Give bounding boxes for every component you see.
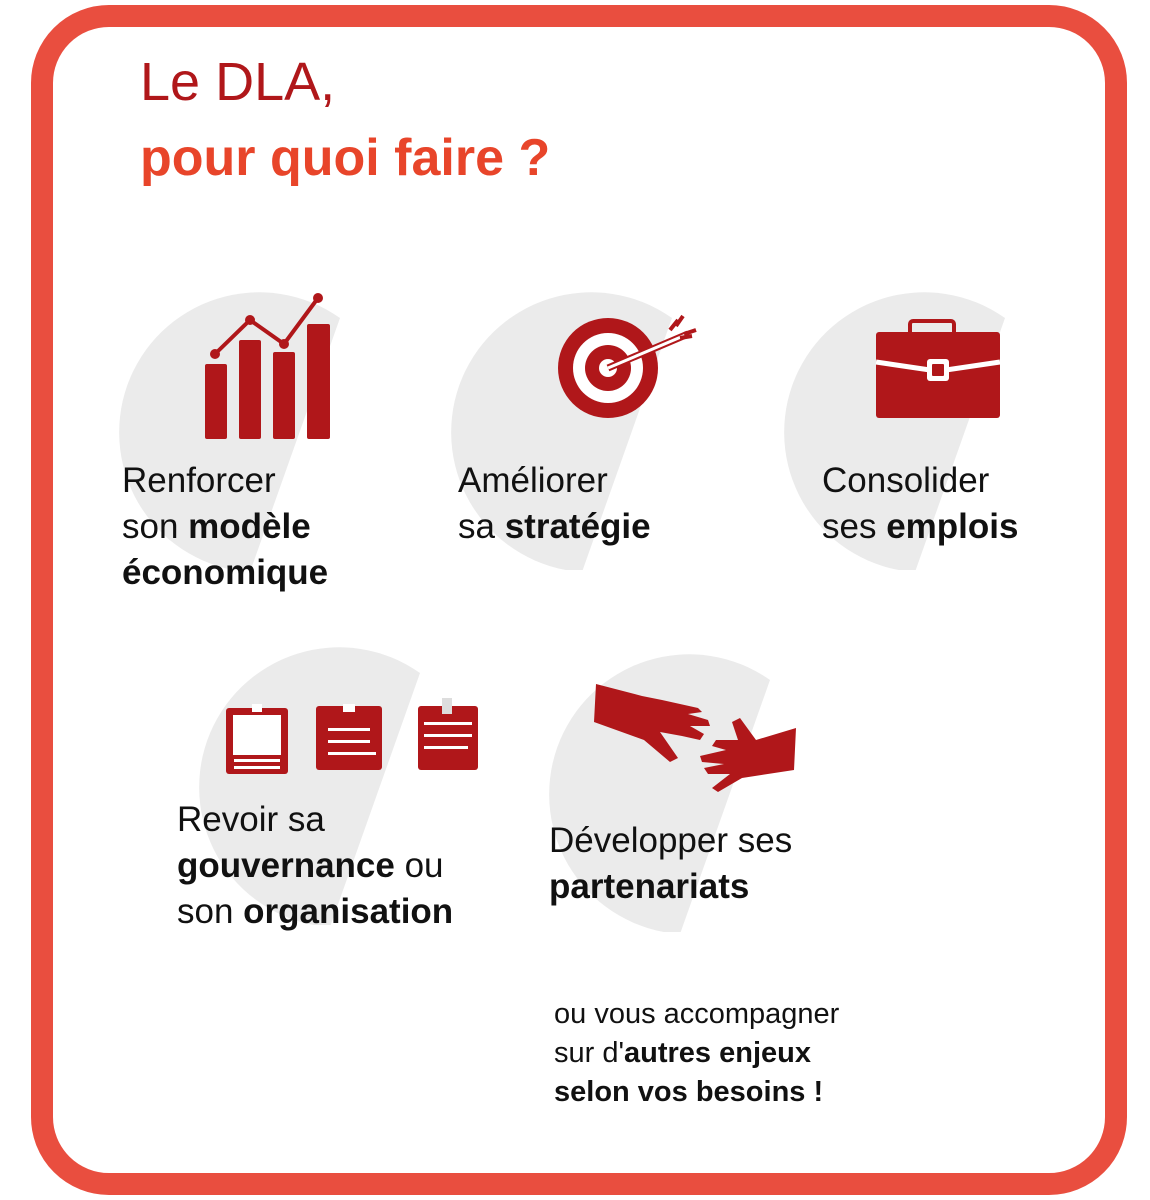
item-label: Développer ses partenariats: [549, 821, 793, 906]
bar-chart-growth-icon: [205, 293, 330, 439]
briefcase-icon: [875, 319, 1001, 418]
title-line-2: pour quoi faire ?: [140, 129, 551, 187]
title-line-1: Le DLA,: [140, 52, 336, 112]
item-label: Revoir sa gouvernance ou son organisatio…: [177, 800, 454, 931]
item-label: Renforcer son modèle économique: [122, 461, 329, 592]
reaching-hands-icon: [594, 684, 796, 792]
item-label: Consolider ses emplois: [822, 461, 1019, 546]
target-arrow-icon: [558, 314, 697, 418]
item-label: Améliorer sa stratégie: [458, 461, 651, 546]
notes-board-icon: [226, 698, 478, 774]
other-needs-text: ou vous accompagner sur d'autres enjeux …: [554, 998, 840, 1108]
red-rounded-frame: [31, 5, 1127, 1195]
